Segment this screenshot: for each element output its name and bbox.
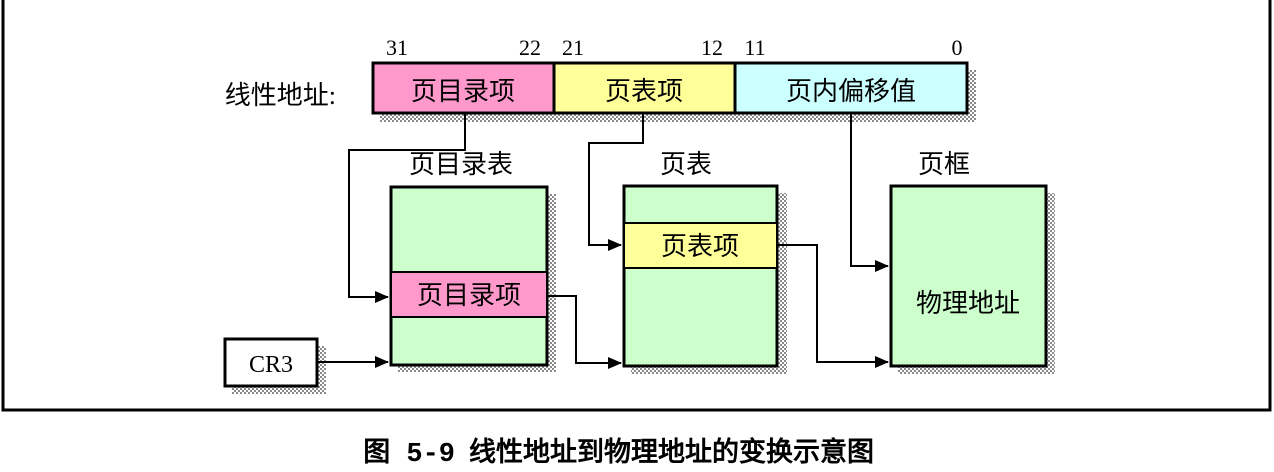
cr3-register: CR3 <box>223 337 319 388</box>
linear-address-bar: 页目录项 页表项 页内偏移值 <box>371 61 969 115</box>
physical-address-label: 物理地址 <box>916 289 1020 319</box>
page-table: 页表项 <box>622 184 779 368</box>
page-table-entry-label: 页表项 <box>661 232 739 262</box>
figure-caption: 图 5-9 线性地址到物理地址的变换示意图 <box>363 436 874 470</box>
arrow-offset <box>850 113 889 272</box>
arrow-dir-to-table <box>547 295 622 369</box>
bit-22: 22 <box>519 35 541 60</box>
field-label-offset: 页内偏移值 <box>786 77 916 107</box>
linear-address-label: 线性地址: <box>225 81 336 110</box>
bit-0: 0 <box>952 35 963 60</box>
page-directory-entry-label: 页目录项 <box>417 281 521 311</box>
cr3-label: CR3 <box>249 352 293 378</box>
figure-number: 图 5-9 <box>363 438 455 470</box>
field-page-table-entry <box>552 61 737 115</box>
arrow-table-index <box>588 113 644 251</box>
bit-12: 12 <box>701 35 723 60</box>
connectors <box>317 113 889 369</box>
field-label-directory: 页目录项 <box>411 77 515 107</box>
figure-title: 线性地址到物理地址的变换示意图 <box>469 436 874 468</box>
bit-31: 31 <box>386 35 408 60</box>
page-frame: 物理地址 <box>889 184 1048 368</box>
page-table-title: 页表 <box>660 150 712 180</box>
arrow-table-to-frame <box>777 244 889 368</box>
page-directory-entry <box>390 271 548 318</box>
page-directory: 页目录项 <box>389 185 549 367</box>
figure-frame <box>1 0 1272 412</box>
page-frame-title: 页框 <box>918 150 970 180</box>
field-label-table: 页表项 <box>605 77 683 107</box>
field-page-directory-entry <box>371 61 556 115</box>
arrow-dir-index <box>348 113 466 303</box>
page-directory-title: 页目录表 <box>409 150 513 180</box>
bit-11: 11 <box>744 35 765 60</box>
page-table-entry <box>623 222 778 269</box>
field-page-offset <box>733 61 969 115</box>
bit-labels: 31 22 21 12 11 0 <box>386 35 963 60</box>
bit-21: 21 <box>562 35 584 60</box>
